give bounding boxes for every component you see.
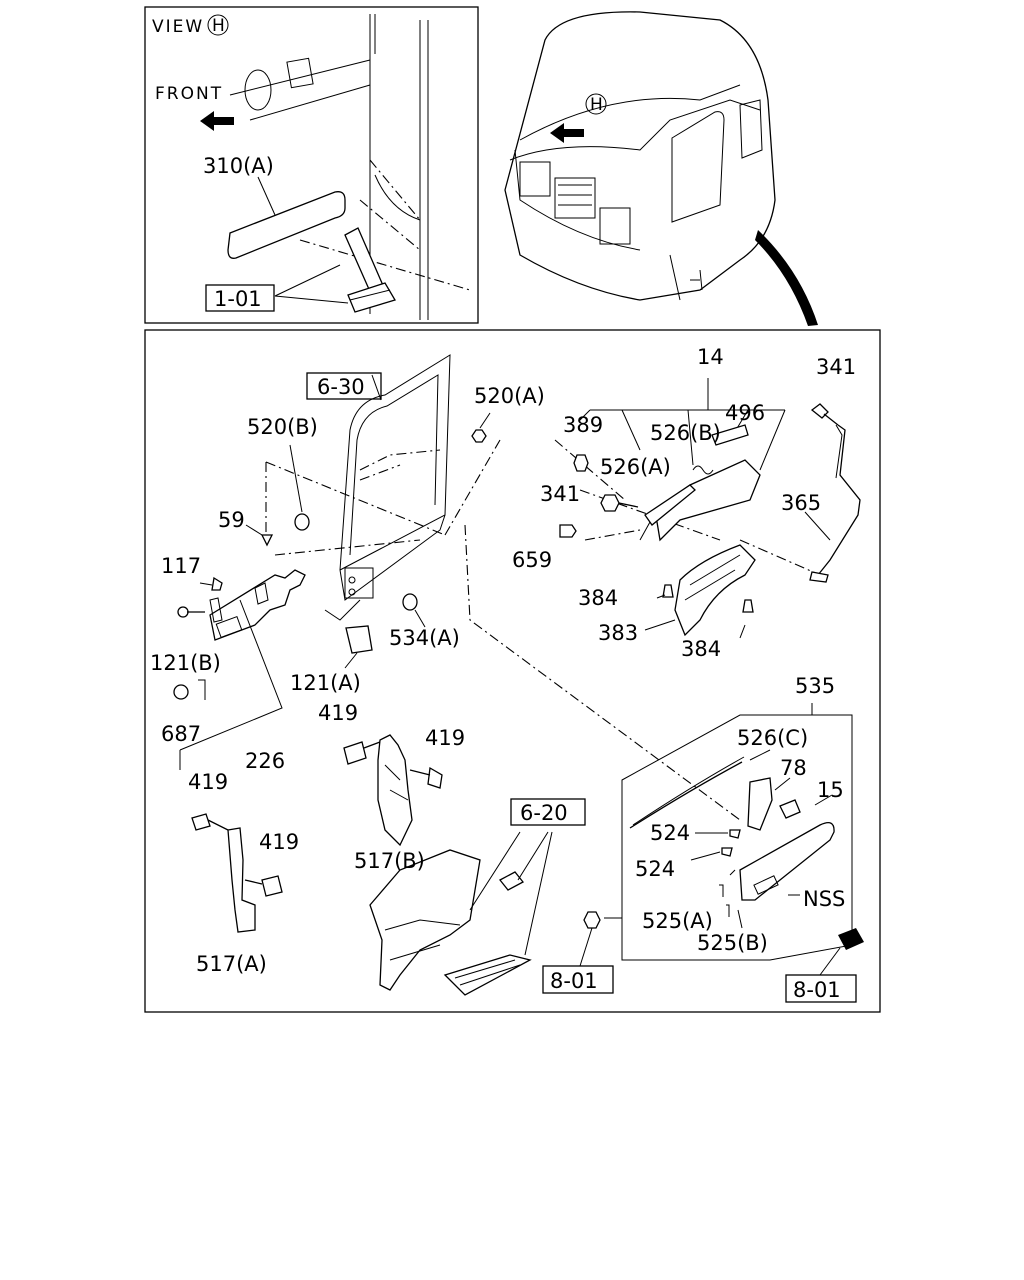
fender-383: [674, 544, 756, 637]
label-526b: 526(B): [650, 421, 721, 445]
door-outline: [339, 354, 451, 571]
cab-overview: H: [504, 11, 818, 326]
label-659: 659: [512, 548, 552, 572]
ref-box-6-20[interactable]: [510, 798, 586, 826]
label-524-a: 524: [650, 821, 690, 845]
label-365: 365: [781, 491, 821, 515]
cab-front-arrow-icon: [550, 123, 584, 143]
label-59: 59: [218, 508, 245, 532]
label-310a: 310(A): [203, 154, 274, 178]
main-parts-panel: 6-30 6-20 8-01 8-01: [144, 329, 881, 1013]
label-520a: 520(A): [474, 384, 545, 408]
label-389: 389: [563, 413, 603, 437]
label-nss: NSS: [803, 887, 845, 911]
hinge-bracket-226: [209, 569, 306, 641]
view-marker-circle: [207, 14, 229, 36]
label-526c: 526(C): [737, 726, 808, 750]
label-419-a: 419: [318, 701, 358, 725]
bolt-121b: [177, 606, 189, 618]
pad-496: [711, 424, 749, 446]
label-341-top: 341: [816, 355, 856, 379]
label-419-b: 419: [425, 726, 465, 750]
step-housing-6-20: [369, 849, 481, 991]
bracket-517a: [227, 827, 256, 933]
label-383: 383: [598, 621, 638, 645]
label-687: 687: [161, 722, 201, 746]
label-524-b: 524: [635, 857, 675, 881]
rivet-659: [559, 524, 577, 538]
view-leader-arrow: [755, 230, 818, 326]
label-384-bottom: 384: [681, 637, 721, 661]
ref-box-8-01-left[interactable]: [542, 965, 614, 994]
bracket-517b: [377, 734, 413, 847]
label-384-left: 384: [578, 586, 618, 610]
inset-view-marker: H: [212, 16, 225, 36]
front-label: FRONT: [155, 84, 223, 104]
label-121b: 121(B): [150, 651, 221, 675]
ref-8-01-right-label: 8-01: [793, 978, 841, 1002]
ref-box-8-01-right[interactable]: [785, 974, 857, 1003]
washer-687: [173, 684, 189, 700]
label-535: 535: [795, 674, 835, 698]
nut-524-a: [729, 829, 741, 839]
label-226: 226: [245, 749, 285, 773]
ref-box-6-30[interactable]: [306, 372, 382, 400]
label-15: 15: [817, 778, 844, 802]
inset-view-label: VIEW: [152, 17, 204, 37]
inset-view-panel: VIEW H FRONT 310(A) 1-01: [144, 6, 479, 324]
step-plate: [443, 954, 532, 996]
label-525a: 525(A): [642, 909, 713, 933]
grommet-8-01: [583, 911, 601, 929]
bolt-419-a: [343, 741, 367, 765]
label-520b: 520(B): [247, 415, 318, 439]
ref-6-30-label: 6-30: [317, 375, 365, 399]
screw-15: [779, 799, 801, 819]
screw-384-left: [662, 584, 674, 598]
label-526a: 526(A): [600, 455, 671, 479]
ref-8-01-left-label: 8-01: [550, 969, 598, 993]
label-517a: 517(A): [196, 952, 267, 976]
screw-384-bottom: [742, 599, 754, 613]
cab-view-marker-circle: [585, 93, 607, 115]
step-light-8-01: [838, 928, 864, 950]
label-117: 117: [161, 554, 201, 578]
ref-1-01-label: 1-01: [214, 287, 262, 311]
screw-59: [260, 534, 274, 547]
ref-box-1-01[interactable]: [205, 284, 275, 312]
nut-520a: [471, 429, 487, 443]
label-121a: 121(A): [290, 671, 361, 695]
bolt-419-d: [261, 875, 283, 897]
bracket-78: [747, 777, 773, 831]
label-419-d: 419: [259, 830, 299, 854]
label-525b: 525(B): [697, 931, 768, 955]
bolt-419-b: [427, 766, 443, 789]
clip-534a: [402, 593, 418, 611]
trim-526a: [654, 459, 761, 542]
screw-389: [573, 454, 589, 472]
label-14: 14: [697, 345, 724, 369]
bolt-341-mid: [600, 494, 620, 512]
nut-520b: [294, 513, 310, 531]
clip-526b: [692, 465, 714, 475]
label-78: 78: [780, 756, 807, 780]
label-517b: 517(B): [354, 849, 425, 873]
label-496: 496: [725, 401, 765, 425]
rod-365: [817, 424, 861, 576]
block-121a: [345, 625, 373, 654]
label-341-mid: 341: [540, 482, 580, 506]
plate-310a: [227, 191, 346, 259]
bolt-419-c: [191, 813, 211, 831]
label-534a: 534(A): [389, 626, 460, 650]
screw-117: [211, 576, 223, 591]
nut-524-b: [721, 847, 733, 857]
cab-view-marker: H: [590, 95, 603, 115]
front-arrow-icon: [200, 111, 234, 131]
strip-526c: [629, 761, 743, 829]
label-419-c: 419: [188, 770, 228, 794]
ref-6-20-label: 6-20: [520, 801, 568, 825]
